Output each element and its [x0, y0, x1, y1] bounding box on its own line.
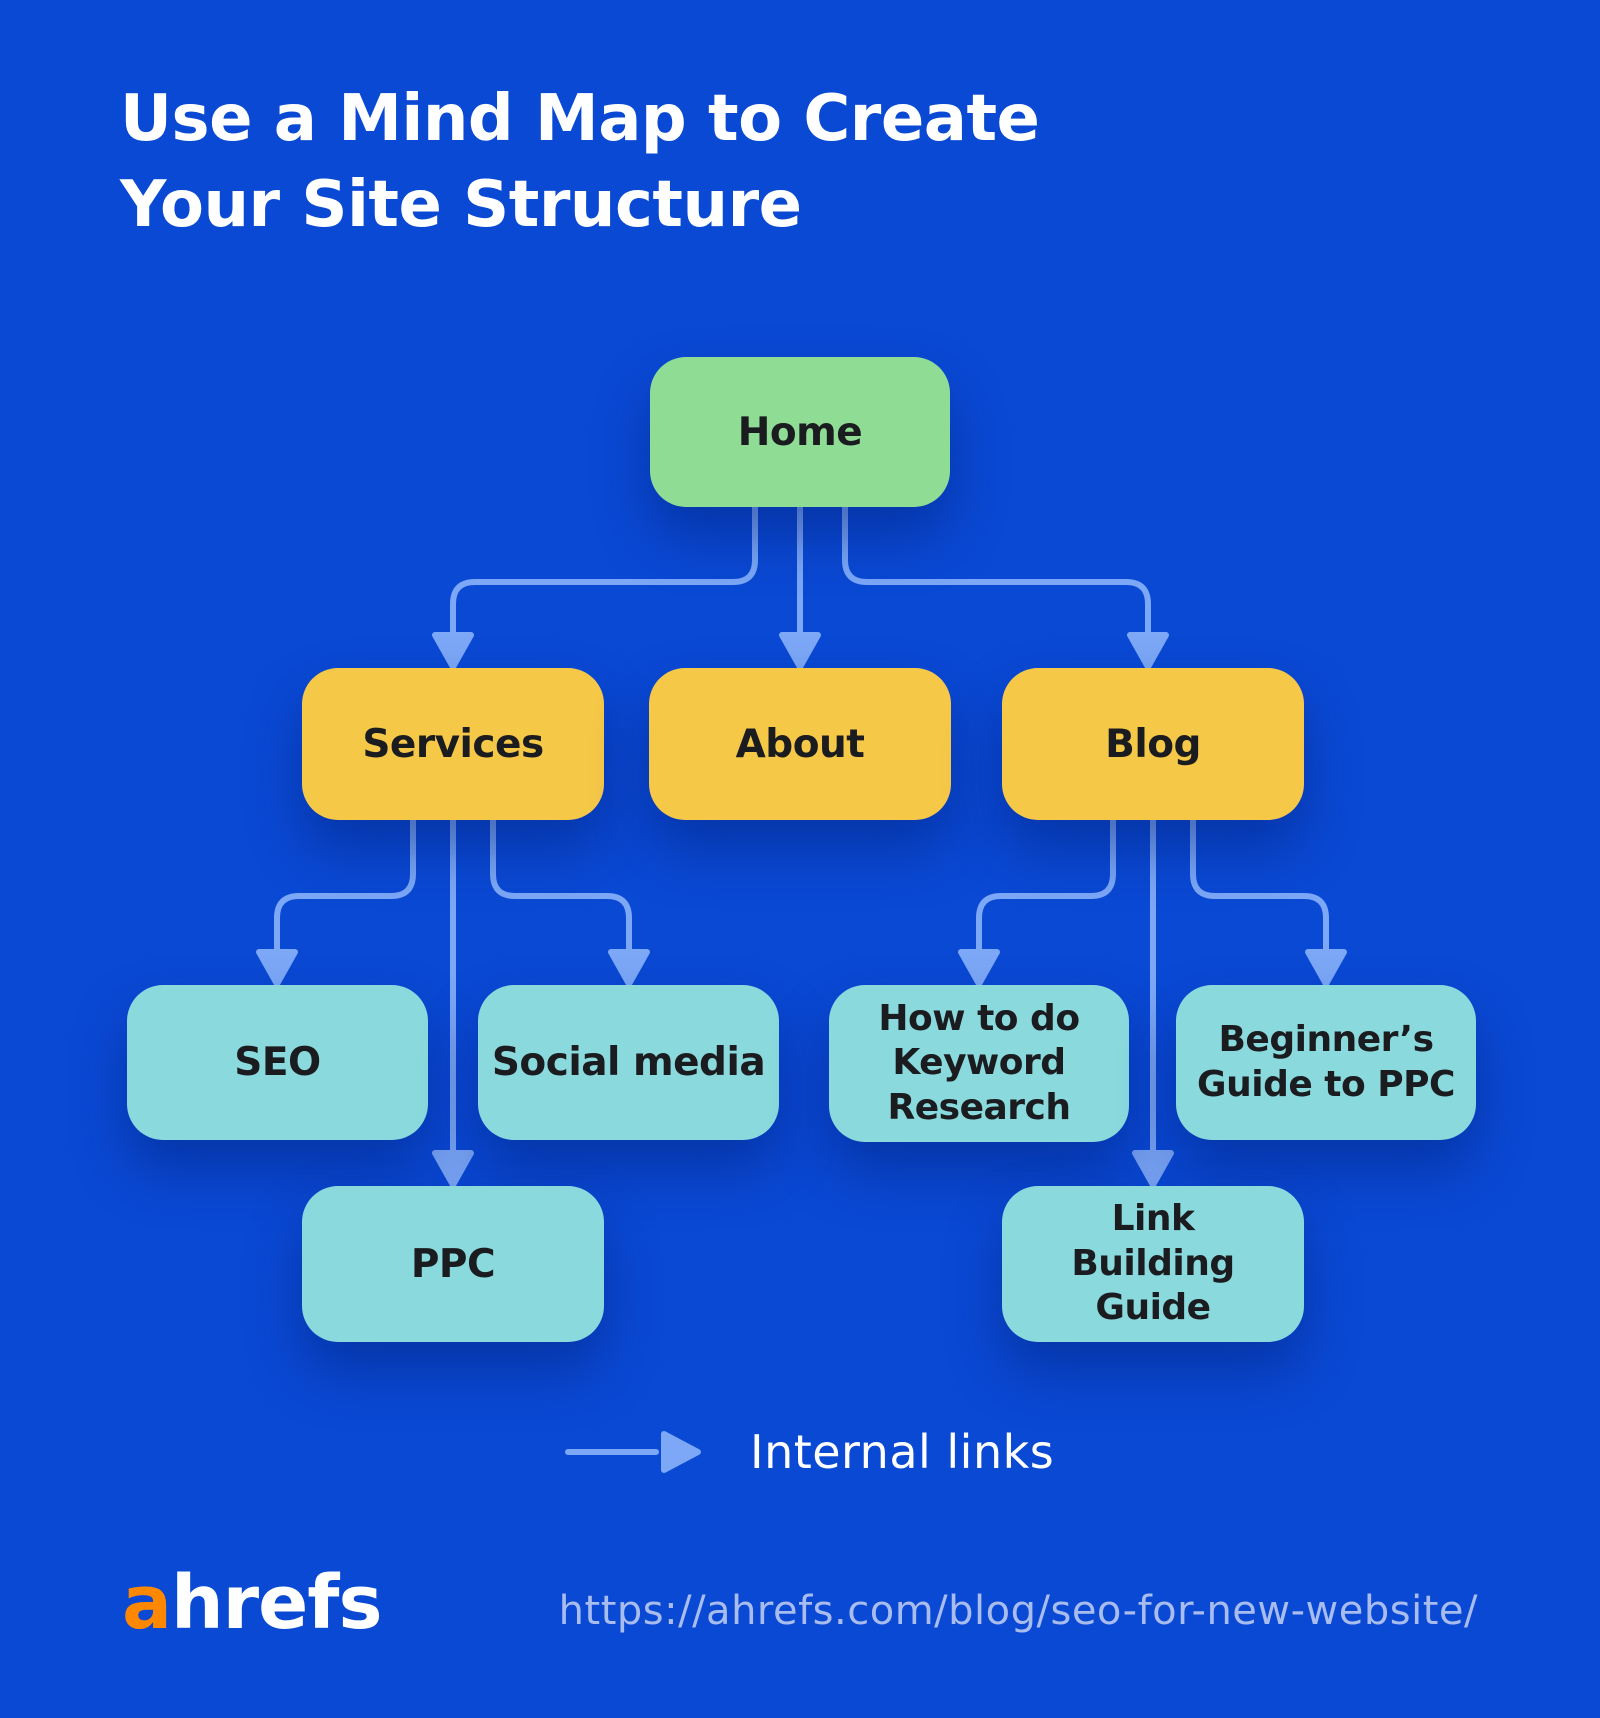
edge-blog-beginners-ppc — [1190, 817, 1329, 957]
node-home-label: Home — [737, 409, 863, 455]
arrowhead-ppc-icon — [432, 1150, 474, 1188]
legend: Internal links — [560, 1418, 1054, 1486]
node-keyword-research-label: How to do Keyword Research — [878, 997, 1080, 1128]
arrowhead-social-media-icon — [608, 949, 650, 987]
edge-services-social-media — [490, 817, 632, 957]
edge-home-services — [450, 504, 758, 640]
node-about: About — [649, 668, 951, 820]
node-beginners-ppc-label: Beginner’s Guide to PPC — [1197, 1018, 1455, 1105]
node-beginners-ppc: Beginner’s Guide to PPC — [1176, 985, 1476, 1140]
legend-label: Internal links — [750, 1425, 1055, 1479]
page-title-line2: Your Site Structure — [120, 168, 802, 242]
node-social-media: Social media — [478, 985, 779, 1140]
node-blog-label: Blog — [1105, 721, 1201, 767]
edge-blog-keyword-research — [976, 817, 1116, 957]
arrowhead-services-icon — [432, 632, 474, 670]
node-seo: SEO — [127, 985, 428, 1140]
node-ppc-label: PPC — [410, 1241, 496, 1287]
page-title-line1: Use a Mind Map to Create — [120, 82, 1040, 156]
ahrefs-logo: ahrefs — [122, 1560, 383, 1646]
ahrefs-logo-a: a — [122, 1560, 172, 1646]
node-social-media-label: Social media — [491, 1040, 766, 1085]
arrowhead-seo-icon — [256, 949, 298, 987]
arrowhead-link-building-icon — [1132, 1150, 1174, 1188]
legend-arrow-icon — [565, 1431, 701, 1473]
arrowhead-keyword-research-icon — [958, 949, 1000, 987]
edge-services-seo — [274, 817, 416, 957]
arrowhead-blog-icon — [1127, 632, 1169, 670]
node-blog: Blog — [1002, 668, 1304, 820]
arrowhead-about-icon — [779, 632, 821, 670]
node-about-label: About — [735, 721, 865, 767]
node-keyword-research: How to do Keyword Research — [829, 985, 1129, 1142]
node-services-label: Services — [362, 721, 544, 767]
node-ppc: PPC — [302, 1186, 604, 1342]
node-seo-label: SEO — [234, 1040, 321, 1085]
edge-home-blog — [842, 504, 1151, 640]
arrowhead-beginners-ppc-icon — [1305, 949, 1347, 987]
footer-url: https://ahrefs.com/blog/seo-for-new-webs… — [558, 1588, 1478, 1634]
ahrefs-logo-rest: hrefs — [170, 1560, 383, 1646]
node-services: Services — [302, 668, 604, 820]
node-link-building-label: Link Building Guide — [1071, 1198, 1235, 1329]
node-link-building: Link Building Guide — [1002, 1186, 1304, 1342]
node-home: Home — [650, 357, 950, 507]
